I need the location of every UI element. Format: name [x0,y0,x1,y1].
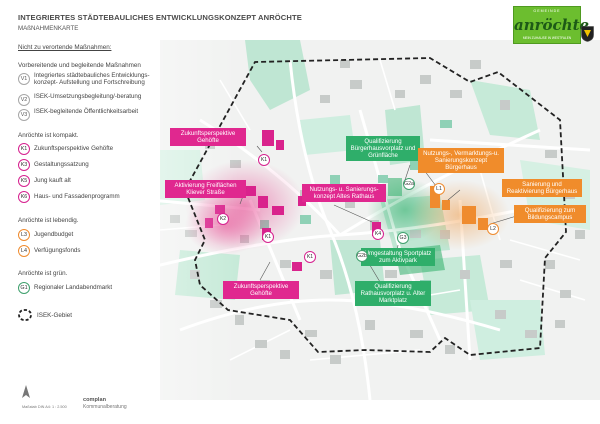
isek-boundary-icon [18,309,32,321]
company-subtitle: Kommunalberatung [83,404,127,410]
map-tag: K1 [258,154,270,166]
legend-item: V2 ISEK-Umsetzungsbegleitung/-beratung [18,93,142,106]
legend-label: Jugendbudget [34,231,74,238]
lebendig-buildings [430,186,488,230]
map-tag: K1 [262,231,274,243]
legend-badge: K6 [18,191,30,203]
map-tag: K4 [372,228,384,240]
legend-label: ISEK-Umsetzungsbegleitung/-beratung [34,93,142,100]
legend-label: ISEK-begleitende Öffentlichkeitsarbeit [34,108,139,115]
callout-sanierung: Sanierung und Reaktivierung Bürgerhaus [502,179,582,197]
legend-badge: V3 [18,109,30,121]
map-tag: G2b [356,250,368,262]
legend-badge: K3 [18,159,30,171]
legend-item: V3 ISEK-begleitende Öffentlichkeitsarbei… [18,108,139,121]
callout-nutzung-buergerhaus: Nutzungs-, Vermarktungs-u. Sanierungskon… [418,148,504,173]
legend-label: Regionaler Landabendmarkt [34,284,113,291]
legend-item: G1 Regionaler Landabendmarkt [18,282,112,294]
map-subtitle: MAßNAHMENKARTE [18,25,79,32]
scale-text: Maßstab DIN A4: 1 : 2.500 [22,405,67,409]
legend-item: L4 Verfügungsfonds [18,245,80,257]
legend-badge: G1 [18,282,30,294]
logo-subtext: MEIN ZUHAUSE IN WESTFALEN [522,36,572,40]
map-tag: K1 [304,251,316,263]
legend-item: K6 Haus- und Fassadenprogramm [18,191,120,203]
legend-badge: K1 [18,143,30,155]
isek-boundary [184,57,567,356]
legend-group-heading: Anröchte ist kompakt. [18,132,79,139]
legend-badge: V1 [18,73,30,85]
legend-item: L3 Jugendbudget [18,229,73,241]
coat-of-arms-icon [581,26,594,42]
legend-label: Verfügungsfonds [34,247,81,254]
callout-aktivierung: Aktivierung Freiflächen Kliever Straße [165,180,246,198]
callout-qual-rathaus: Qualifizierung Rathausvorplatz u. Alter … [355,281,431,306]
callout-qual-buergerhaus: Qualifizierung Bürgerhausvorplatz und Gr… [346,136,420,161]
legend-badge: K5 [18,175,30,187]
legend-group-heading: Anröchte ist grün. [18,270,68,277]
company-name: complan [83,397,107,403]
legend-label: Zukunftsperspektive Gehöfte [34,145,114,152]
legend-label: Integriertes städtebauliches Entwicklung… [34,72,150,86]
isek-legend-label: ISEK-Gebiet [37,311,72,319]
map-tag: K2 [217,213,229,225]
logo-name: anröchte [514,16,590,34]
callout-umgestaltung: Umgestaltung Sportplatz zum Aktivpark [361,248,435,266]
callout-zukunft-top: Zukunftsperspektive Gehöfte [170,128,246,146]
legend-label: Jung kauft alt [34,177,71,184]
legend-label: Gestaltungssatzung [34,161,89,168]
map-title: INTEGRIERTES STÄDTEBAULICHES ENTWICKLUNG… [18,13,302,22]
callout-nutzung-rathaus: Nutzungs- u. Sanierungs-konzept Altes Ra… [302,184,386,202]
legend-item: V1 Integriertes städtebauliches Entwickl… [18,72,152,87]
map-tag: L1 [433,183,445,195]
map-tag: G2a [403,178,415,190]
legend-item: K1 Zukunftsperspektive Gehöfte [18,143,113,155]
callout-qual-campus: Qualifizierung zum Bildungscampus [514,205,586,223]
legend-item: K3 Gestaltungssatzung [18,159,89,171]
isek-legend-item: ISEK-Gebiet [18,309,72,321]
legend-item: K5 Jung kauft alt [18,175,71,187]
legend-note: Nicht zu verortende Maßnahmen: [18,44,112,51]
legend-badge: L4 [18,245,30,257]
legend-badge: L3 [18,229,30,241]
municipality-logo: GEMEINDE anröchte MEIN ZUHAUSE IN WESTFA… [513,6,590,44]
map-tag: L2 [487,223,499,235]
map-tag: G3 [397,232,409,244]
legend-label: Haus- und Fassadenprogramm [34,193,120,200]
logo-top-text: GEMEINDE [533,9,561,13]
legend-group-heading: Anröchte ist lebendig. [18,217,79,224]
legend-group-heading: Vorbereitende und begleitende Maßnahmen [18,62,141,69]
north-arrow-icon [22,385,30,398]
legend-badge: V2 [18,94,30,106]
callout-zukunft-bottom: Zukunftsperspektive Gehöfte [223,281,299,299]
